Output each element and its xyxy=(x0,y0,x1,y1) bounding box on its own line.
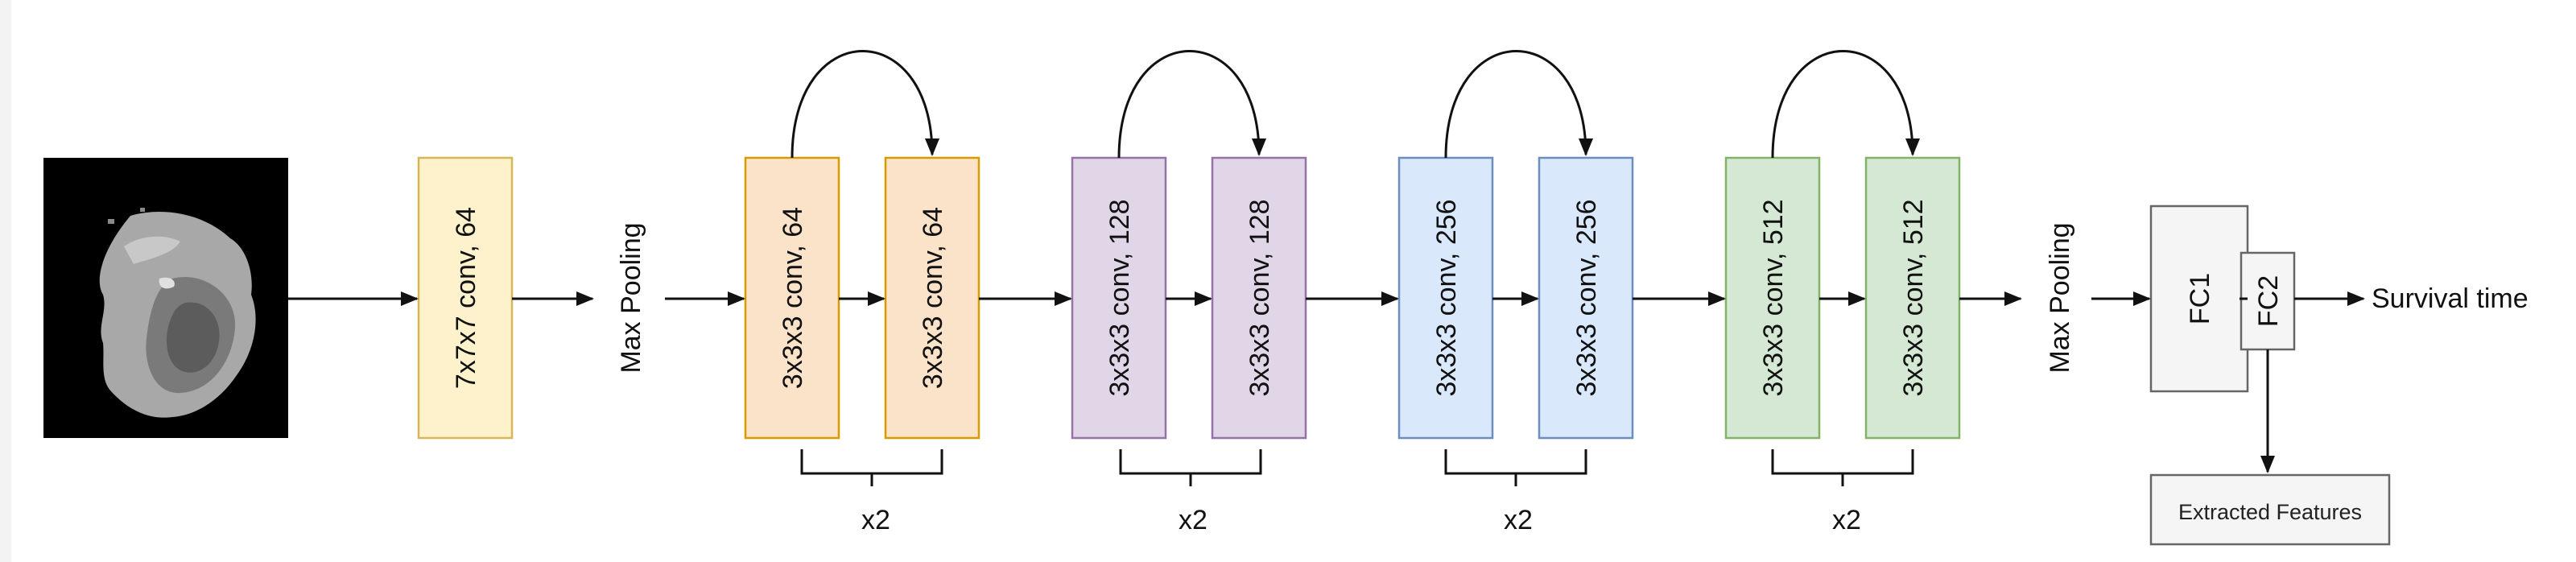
stage-2-conv-b-label: 3x3x3 conv, 128 xyxy=(1245,199,1275,396)
max-pooling-1-label: Max Pooling xyxy=(616,222,646,373)
survival-time-label: Survival time xyxy=(2372,283,2529,314)
stage-1-repeat-bracket xyxy=(800,449,943,475)
fc1-label: FC1 xyxy=(2185,273,2215,324)
stage-1-skip-connection xyxy=(791,50,939,159)
stage-4-skip-connection xyxy=(1771,50,1920,159)
extracted-features-block xyxy=(2149,473,2391,546)
stage-3-repeat-label: x2 xyxy=(1504,505,1533,535)
stage-2-repeat-label: x2 xyxy=(1179,505,1208,535)
stage-3-conv-b-block xyxy=(1538,156,1634,440)
stage-1-repeat-label: x2 xyxy=(861,505,890,535)
stage-4-repeat-bracket xyxy=(1771,449,1914,475)
stage-2-repeat-bracket xyxy=(1119,449,1262,475)
stage-3-conv-a-label: 3x3x3 conv, 256 xyxy=(1431,199,1462,396)
stage-2-conv-a-label: 3x3x3 conv, 128 xyxy=(1104,199,1135,396)
stage-1-conv-b-block xyxy=(884,156,980,440)
stage-4-conv-a-label: 3x3x3 conv, 512 xyxy=(1758,199,1789,396)
stage-4-conv-a-block xyxy=(1724,156,1821,440)
stage-4-repeat-label: x2 xyxy=(1832,505,1861,535)
stage-2-skip-connection xyxy=(1117,50,1266,159)
flow-arrows xyxy=(288,291,2365,473)
stage-3-conv-a-block xyxy=(1397,156,1494,440)
max-pooling-2-label: Max Pooling xyxy=(2045,222,2075,373)
stage-3-repeat-bracket xyxy=(1444,449,1587,475)
stage-2-conv-b-block xyxy=(1211,156,1307,440)
fc2-label: FC2 xyxy=(2253,275,2284,327)
left-margin-strip xyxy=(0,0,11,562)
stage-3-conv-b-label: 3x3x3 conv, 256 xyxy=(1571,199,1602,396)
conv-7x7x7-block xyxy=(417,156,514,440)
input-mri-image xyxy=(43,158,288,438)
stage-3-skip-connection xyxy=(1444,50,1593,159)
stage-1-conv-b-label: 3x3x3 conv, 64 xyxy=(918,207,948,389)
extracted-features-label: Extracted Features xyxy=(2178,500,2362,524)
stage-2-conv-a-block xyxy=(1071,156,1167,440)
stage-1-conv-a-label: 3x3x3 conv, 64 xyxy=(778,207,808,389)
stage-4-conv-b-label: 3x3x3 conv, 512 xyxy=(1898,199,1929,396)
fc1-block xyxy=(2149,205,2249,393)
conv-7x7x7-label: 7x7x7 conv, 64 xyxy=(451,207,481,389)
